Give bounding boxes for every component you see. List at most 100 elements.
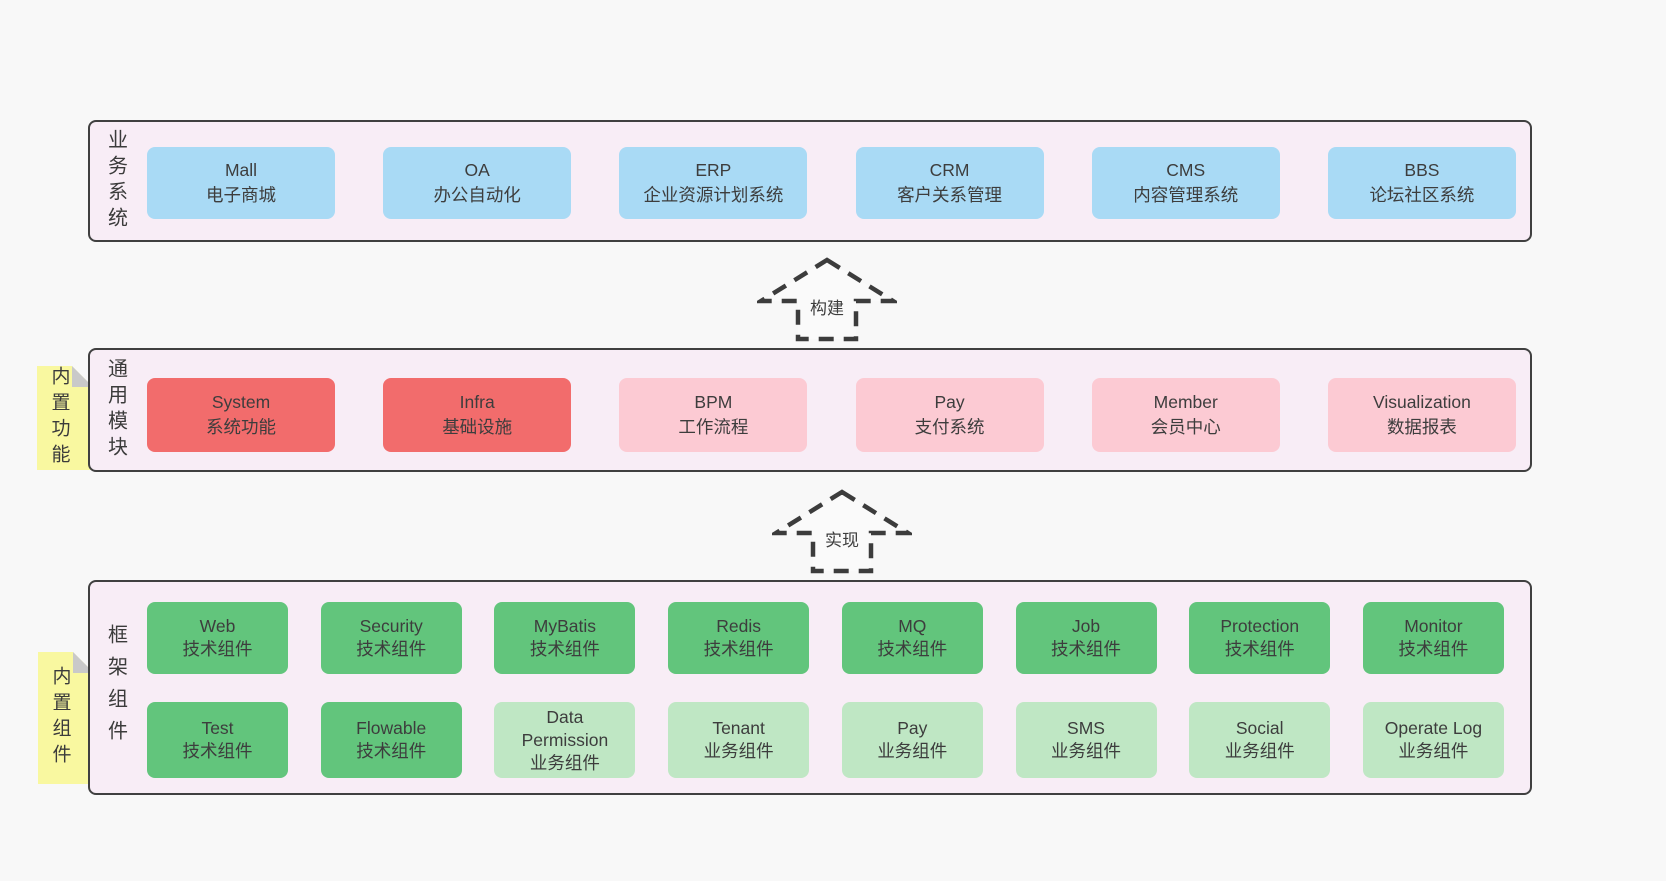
- section-label-modules: 通用模块: [104, 358, 127, 462]
- box-title: Operate Log: [1384, 718, 1483, 738]
- box-title: CRM: [929, 160, 970, 180]
- box-subtitle: 基础设施: [442, 417, 513, 437]
- box-cms: CMS 内容管理系统: [1091, 147, 1280, 219]
- box-job: Job 技术组件: [1015, 602, 1157, 674]
- box-subtitle: 系统功能: [206, 417, 276, 437]
- box-security: Security 技术组件: [320, 602, 462, 674]
- box-subtitle: 业务组件: [703, 741, 774, 761]
- box-title: Monitor: [1404, 616, 1463, 636]
- box-subtitle: 业务组件: [529, 752, 600, 773]
- box-title: CMS: [1166, 160, 1206, 180]
- box-subtitle: 技术组件: [877, 639, 948, 659]
- box-title: Infra: [459, 392, 495, 412]
- box-title: Pay: [897, 718, 928, 738]
- box-pay-component: Pay 业务组件: [841, 702, 983, 778]
- box-subtitle: 电子商城: [206, 185, 276, 205]
- box-protection: Protection 技术组件: [1189, 602, 1331, 674]
- box-subtitle: 技术组件: [182, 741, 253, 761]
- box-mq: MQ 技术组件: [841, 602, 983, 674]
- box-redis: Redis 技术组件: [668, 602, 810, 674]
- box-operate-log: Operate Log 业务组件: [1362, 702, 1504, 778]
- box-title: Member: [1153, 392, 1218, 412]
- box-title: Social: [1235, 718, 1284, 738]
- up-arrow-icon: [757, 257, 897, 342]
- section-common-modules: 通用模块 System 系统功能 Infra 基础设施 BPM 工作流程 Pay…: [88, 348, 1532, 472]
- box-subtitle: 工作流程: [678, 417, 749, 437]
- box-subtitle: 技术组件: [703, 639, 774, 659]
- box-social: Social 业务组件: [1189, 702, 1331, 778]
- box-subtitle: 业务组件: [877, 741, 948, 761]
- box-title: OA: [464, 160, 490, 180]
- box-oa: OA 办公自动化: [383, 147, 572, 219]
- box-title: Protection: [1220, 616, 1300, 636]
- up-arrow-icon: [772, 489, 912, 574]
- box-title: Tenant: [712, 718, 765, 738]
- box-subtitle: 客户关系管理: [897, 185, 1003, 205]
- box-subtitle: 数据报表: [1386, 417, 1457, 437]
- modules-box-row: System 系统功能 Infra 基础设施 BPM 工作流程 Pay 支付系统…: [147, 378, 1516, 452]
- framework-box-row-2: Test 技术组件 Flowable 技术组件 Data Permission …: [147, 702, 1504, 778]
- section-label-framework: 框架组件: [104, 623, 127, 752]
- box-title: MyBatis: [533, 616, 597, 636]
- box-subtitle: 技术组件: [356, 639, 427, 659]
- box-mall: Mall 电子商城: [147, 147, 335, 219]
- box-subtitle: 企业资源计划系统: [643, 185, 784, 205]
- box-subtitle: 业务组件: [1398, 741, 1469, 761]
- sticky-note-builtin-features: 内置功能: [37, 366, 93, 470]
- box-title: Data Permission: [521, 706, 609, 750]
- box-subtitle: 会员中心: [1150, 417, 1221, 437]
- arrow-label: 实现: [825, 531, 859, 550]
- sticky-note-builtin-components: 内置组件: [38, 652, 94, 784]
- box-visualization: Visualization 数据报表: [1327, 378, 1516, 452]
- box-tenant: Tenant 业务组件: [668, 702, 810, 778]
- box-subtitle: 业务组件: [1224, 741, 1295, 761]
- box-crm: CRM 客户关系管理: [855, 147, 1044, 219]
- box-sms: SMS 业务组件: [1015, 702, 1157, 778]
- box-subtitle: 支付系统: [914, 417, 985, 437]
- box-data-permission: Data Permission 业务组件: [494, 702, 636, 778]
- box-subtitle: 办公自动化: [433, 185, 521, 205]
- box-title: Visualization: [1372, 392, 1471, 412]
- box-title: Job: [1071, 616, 1101, 636]
- box-subtitle: 业务组件: [1051, 741, 1122, 761]
- dashed-up-arrow-build: 构建: [757, 255, 897, 343]
- box-title: Test: [201, 718, 234, 738]
- box-title: Flowable: [356, 718, 427, 738]
- box-bpm: BPM 工作流程: [619, 378, 808, 452]
- box-title: Redis: [716, 616, 761, 636]
- box-mybatis: MyBatis 技术组件: [494, 602, 636, 674]
- box-title: MQ: [898, 616, 927, 636]
- box-infra: Infra 基础设施: [383, 378, 572, 452]
- box-title: SMS: [1067, 718, 1105, 738]
- box-title: Pay: [934, 392, 965, 412]
- box-monitor: Monitor 技术组件: [1362, 602, 1504, 674]
- box-subtitle: 技术组件: [529, 639, 600, 659]
- box-subtitle: 技术组件: [1398, 639, 1469, 659]
- framework-box-row-1: Web 技术组件 Security 技术组件 MyBatis 技术组件 Redi…: [147, 602, 1504, 674]
- box-subtitle: 技术组件: [356, 741, 427, 761]
- box-test: Test 技术组件: [147, 702, 288, 778]
- box-web: Web 技术组件: [147, 602, 288, 674]
- sticky-note-body: [38, 652, 94, 784]
- section-framework-components: 框架组件 Web 技术组件 Security 技术组件 MyBatis 技术组件…: [88, 580, 1532, 795]
- box-member: Member 会员中心: [1091, 378, 1280, 452]
- dashed-up-arrow-implement: 实现: [772, 487, 912, 575]
- box-subtitle: 技术组件: [1051, 639, 1122, 659]
- box-bbs: BBS 论坛社区系统: [1327, 147, 1516, 219]
- box-subtitle: 技术组件: [182, 639, 253, 659]
- box-title: Mall: [224, 160, 258, 180]
- box-title: BPM: [694, 392, 733, 412]
- arrow-label: 构建: [810, 299, 844, 318]
- box-title: System: [211, 392, 271, 412]
- section-label-business: 业务系统: [104, 129, 127, 233]
- box-subtitle: 论坛社区系统: [1369, 185, 1475, 205]
- box-title: BBS: [1404, 160, 1440, 180]
- sticky-note-label: 内置功能: [48, 366, 70, 470]
- business-box-row: Mall 电子商城 OA 办公自动化 ERP 企业资源计划系统 CRM 客户关系…: [147, 147, 1516, 219]
- box-erp: ERP 企业资源计划系统: [619, 147, 808, 219]
- box-subtitle: 技术组件: [1224, 639, 1295, 659]
- box-system: System 系统功能: [147, 378, 335, 452]
- box-subtitle: 内容管理系统: [1133, 185, 1239, 205]
- box-title: ERP: [695, 160, 732, 180]
